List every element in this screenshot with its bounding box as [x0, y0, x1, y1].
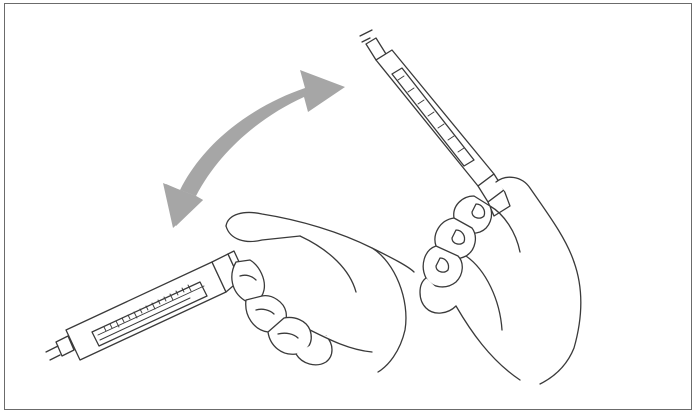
figure-frame	[4, 3, 692, 410]
pen-injector-icon	[359, 29, 511, 217]
pen-injector-icon	[45, 250, 247, 361]
hand-icon	[225, 211, 415, 373]
hand-icon	[419, 176, 582, 385]
curved-double-arrow-icon	[163, 70, 345, 228]
